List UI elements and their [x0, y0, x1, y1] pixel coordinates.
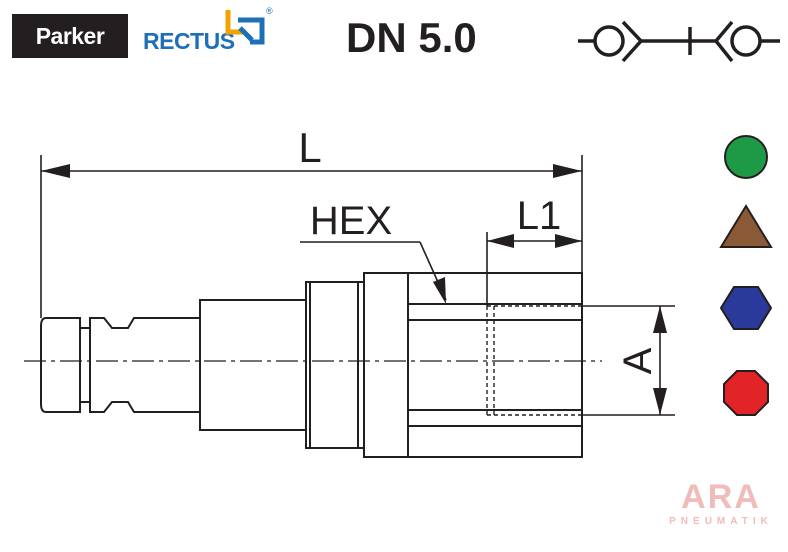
brown-triangle-icon [719, 204, 773, 248]
dimension-a [582, 305, 675, 416]
threaded-collar [305, 281, 365, 449]
hex-label: HEX [310, 199, 392, 243]
internal-thread-hidden-lines [486, 305, 582, 416]
blue-hexagon-icon [719, 286, 773, 330]
rectus-logo-icon [225, 10, 265, 45]
dimension-l [40, 155, 583, 318]
dimension-l1 [486, 232, 582, 306]
rectus-logo-text: RECTUS [143, 28, 235, 54]
ara-pneumatik-watermark: ARA PNEUMATIK [664, 480, 778, 532]
size-title: DN 5.0 [346, 14, 477, 61]
watermark-main: ARA [681, 478, 761, 516]
dimension-l-label: L [298, 124, 321, 171]
nipple-body [199, 299, 307, 431]
coupling-symbol [578, 20, 780, 63]
nipple-groove [79, 327, 91, 403]
hex-body [363, 272, 583, 458]
parker-logo-text: Parker [35, 22, 105, 49]
red-octagon-icon [723, 370, 769, 416]
nipple-tip [40, 317, 81, 413]
parker-logo: Parker [12, 14, 128, 58]
green-circle-icon [724, 135, 768, 179]
dimension-a-label: A [616, 347, 660, 374]
nipple-collar [89, 317, 201, 413]
watermark-sub: PNEUMATIK [669, 516, 773, 527]
hex-leader [300, 241, 447, 304]
coupling-outline [40, 272, 583, 458]
dimension-l1-label: L1 [517, 194, 562, 238]
legend-shapes [719, 135, 773, 416]
registered-mark: ® [266, 6, 273, 16]
